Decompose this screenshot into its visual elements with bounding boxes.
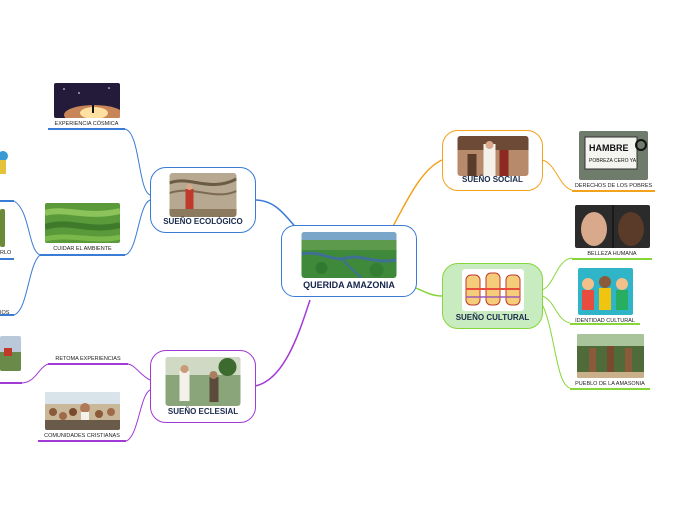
branch-node-social[interactable]: SUEÑO SOCIAL <box>442 130 543 191</box>
leaf-label-derechos: DERECHOS DE LOS POBRES <box>572 183 655 189</box>
branch-label-ecological: SUEÑO ECOLÓGICO <box>151 217 255 226</box>
forest-person-image <box>170 173 237 217</box>
leaf-label-dios-partial: IOS <box>0 310 12 316</box>
leaf-town-partial[interactable] <box>0 336 21 371</box>
branch-label-cultural: SUEÑO CULTURAL <box>443 313 542 322</box>
leaf-identidad[interactable]: IDENTIDAD CULTURAL <box>570 268 640 324</box>
cultural-drawing-image <box>462 269 524 311</box>
leaf-pueblo[interactable]: PUEBLO DE LA AMASONIA <box>570 334 650 387</box>
faces-image <box>575 205 650 248</box>
protest-sign-image: HAMBRE POBREZA CERO YA <box>579 131 648 180</box>
town-image <box>0 336 21 371</box>
leaf-label-comunidades: COMUNIDADES CRISTIANAS <box>38 433 126 439</box>
bird-image <box>0 144 10 182</box>
leaf-derechos[interactable]: HAMBRE POBREZA CERO YA DERECHOS DE LOS P… <box>572 131 655 189</box>
leaf-dios-partial[interactable]: IOS <box>0 307 12 316</box>
leaf-label-cuidar: CUIDAR EL AMBIENTE <box>40 246 125 252</box>
branch-node-cultural[interactable]: SUEÑO CULTURAL <box>442 263 543 329</box>
branch-label-social: SUEÑO SOCIAL <box>443 175 542 184</box>
leaf-retoma[interactable]: RETOMA EXPERIENCIAS <box>48 353 128 362</box>
leaf-comunidades[interactable]: COMUNIDADES CRISTIANAS <box>38 392 126 439</box>
svg-text:HAMBRE: HAMBRE <box>589 143 629 153</box>
green-fields-image <box>45 203 120 243</box>
leaf-belleza[interactable]: BELLEZA HUMANA <box>572 205 652 257</box>
leaf-label-cuidarlo-partial: RLO <box>0 250 12 256</box>
leaf-cuidar[interactable]: CUIDAR EL AMBIENTE <box>40 203 125 252</box>
central-label: QUERIDA AMAZONIA <box>282 280 416 290</box>
branch-node-ecclesial[interactable]: SUEÑO ECLESIAL <box>150 350 256 423</box>
branch-node-ecological[interactable]: SUEÑO ECOLÓGICO <box>150 167 256 233</box>
pope-image <box>457 136 528 176</box>
leaf-bird-partial[interactable] <box>0 144 10 182</box>
leaf-label-experiencia: EXPERIENCIA CÓSMICA <box>48 121 125 127</box>
leaf-label-identidad: IDENTIDAD CULTURAL <box>570 318 640 324</box>
branch-label-ecclesial: SUEÑO ECLESIAL <box>151 407 255 416</box>
river-image <box>302 232 397 278</box>
children-drawing-image <box>578 268 633 315</box>
outdoor-mass-image <box>166 357 241 406</box>
leaf-label-pueblo: PUEBLO DE LA AMASONIA <box>570 381 650 387</box>
indigenous-people-image <box>577 334 644 378</box>
leaf-label-belleza: BELLEZA HUMANA <box>572 251 652 257</box>
leaf-cuidarlo-partial[interactable]: RLO <box>0 209 12 256</box>
night-sky-image <box>54 83 120 118</box>
crowd-image <box>45 392 120 430</box>
leaf-experiencia[interactable]: EXPERIENCIA CÓSMICA <box>48 83 125 127</box>
svg-text:POBREZA CERO YA: POBREZA CERO YA <box>589 158 637 164</box>
central-node[interactable]: QUERIDA AMAZONIA <box>281 225 417 297</box>
leaf-label-retoma: RETOMA EXPERIENCIAS <box>48 356 128 362</box>
plants-image <box>0 209 5 247</box>
